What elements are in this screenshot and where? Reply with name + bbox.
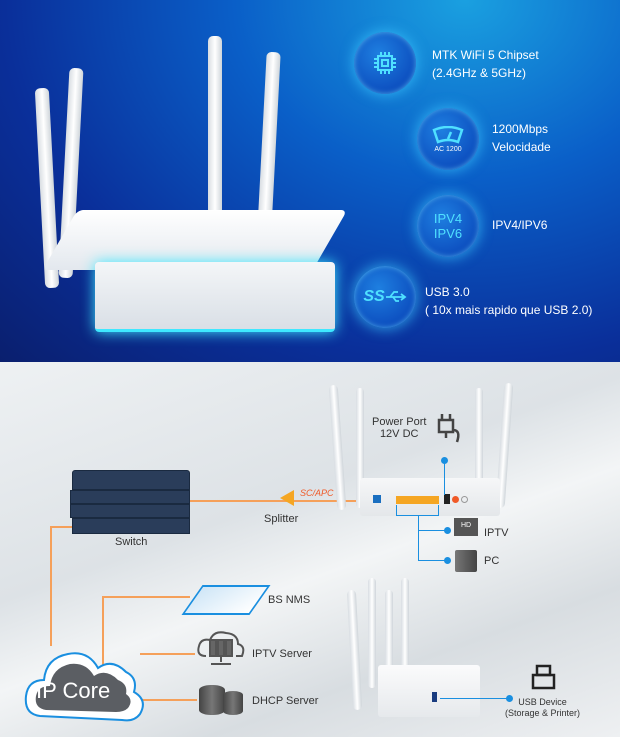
feature-title: USB 3.0 <box>425 285 470 299</box>
decoration <box>418 560 448 561</box>
chip-icon <box>354 32 416 94</box>
decoration <box>438 505 439 515</box>
power-port-label: Power Port 12V DC <box>372 416 426 440</box>
hd-text: HD <box>460 522 472 529</box>
feature-subtitle: ( 10x mais rapido que USB 2.0) <box>425 303 593 317</box>
decoration <box>396 505 397 515</box>
fiber-line <box>102 596 104 700</box>
switch-label: Switch <box>115 536 148 548</box>
decoration <box>461 496 468 503</box>
ip-core-label: IP Core <box>36 678 111 703</box>
decoration <box>373 495 381 503</box>
decoration <box>70 490 190 504</box>
feature-title: MTK WiFi 5 Chipset <box>432 48 539 62</box>
iptv-server-label: IPTV Server <box>252 648 312 660</box>
usb-device-subtext: (Storage & Printer) <box>505 708 581 718</box>
feature-subtitle: Velocidade <box>492 140 551 154</box>
decoration <box>378 665 480 717</box>
decoration <box>42 210 348 270</box>
feature-ipv: IPV4/IPV6 <box>492 216 547 234</box>
decoration <box>444 557 451 564</box>
decoration <box>444 494 450 504</box>
decoration <box>70 504 190 518</box>
fiber-line <box>50 526 52 646</box>
usb-device-text: USB Device <box>518 697 567 707</box>
decoration <box>208 36 222 226</box>
decoration <box>401 578 409 678</box>
power-port-text: Power Port <box>372 416 427 428</box>
ipv-icon: IPV4 IPV6 <box>417 195 479 257</box>
decoration <box>385 590 393 690</box>
decoration <box>396 515 439 516</box>
decoration <box>452 496 459 503</box>
decoration <box>356 388 364 508</box>
iptv-icon: HD <box>454 518 478 536</box>
decoration <box>95 262 335 332</box>
badge-text: IPV4 <box>433 211 463 226</box>
fiber-line <box>102 699 197 701</box>
decoration <box>506 695 513 702</box>
decoration <box>368 578 376 688</box>
decoration <box>418 530 448 531</box>
feature-chipset: MTK WiFi 5 Chipset (2.4GHz & 5GHz) <box>432 46 539 82</box>
iptv-server-icon <box>196 628 246 673</box>
feature-subtitle: (2.4GHz & 5GHz) <box>432 66 527 80</box>
decoration <box>199 685 225 715</box>
usb-device-label: USB Device (Storage & Printer) <box>505 697 580 719</box>
feature-usb: USB 3.0 ( 10x mais rapido que USB 2.0) <box>425 283 592 319</box>
pc-label: PC <box>484 555 500 567</box>
pc-icon <box>455 550 477 572</box>
usb-drive-icon <box>531 664 556 690</box>
splitter-label: Splitter <box>264 513 299 525</box>
fiber-line <box>102 596 190 598</box>
badge-text: SS <box>363 288 385 305</box>
decoration <box>257 51 281 233</box>
decoration <box>475 388 483 508</box>
product-banner: MTK WiFi 5 Chipset (2.4GHz & 5GHz) AC 12… <box>0 0 620 362</box>
decoration <box>223 691 243 715</box>
speedometer-icon: AC 1200 <box>417 108 479 170</box>
feature-title: 1200Mbps <box>492 122 549 136</box>
fiber-line <box>50 526 72 528</box>
decoration <box>444 527 451 534</box>
power-voltage-text: 12V DC <box>379 428 419 440</box>
decoration <box>440 698 508 699</box>
decoration <box>418 515 419 560</box>
power-plug-icon <box>436 412 466 449</box>
dhcp-server-label: DHCP Server <box>252 695 319 707</box>
feature-title: IPV4/IPV6 <box>492 218 548 232</box>
usb-ss-icon: SS <box>354 266 416 328</box>
decoration <box>72 470 190 490</box>
sc-apc-label: SC/APC <box>300 488 334 498</box>
badge-text: IPV6 <box>433 226 463 241</box>
decoration <box>432 692 437 702</box>
bs-nms-label: BS NMS <box>268 594 311 606</box>
lan-ports <box>396 496 439 504</box>
iptv-label: IPTV <box>484 527 509 539</box>
splitter-icon <box>280 490 294 506</box>
feature-speed: 1200Mbps Velocidade <box>492 120 551 156</box>
ip-core-cloud: IP Core <box>22 628 147 733</box>
decoration <box>72 518 190 534</box>
lan-line <box>444 460 445 495</box>
badge-text: AC 1200 <box>434 145 462 153</box>
fiber-line <box>140 653 195 655</box>
